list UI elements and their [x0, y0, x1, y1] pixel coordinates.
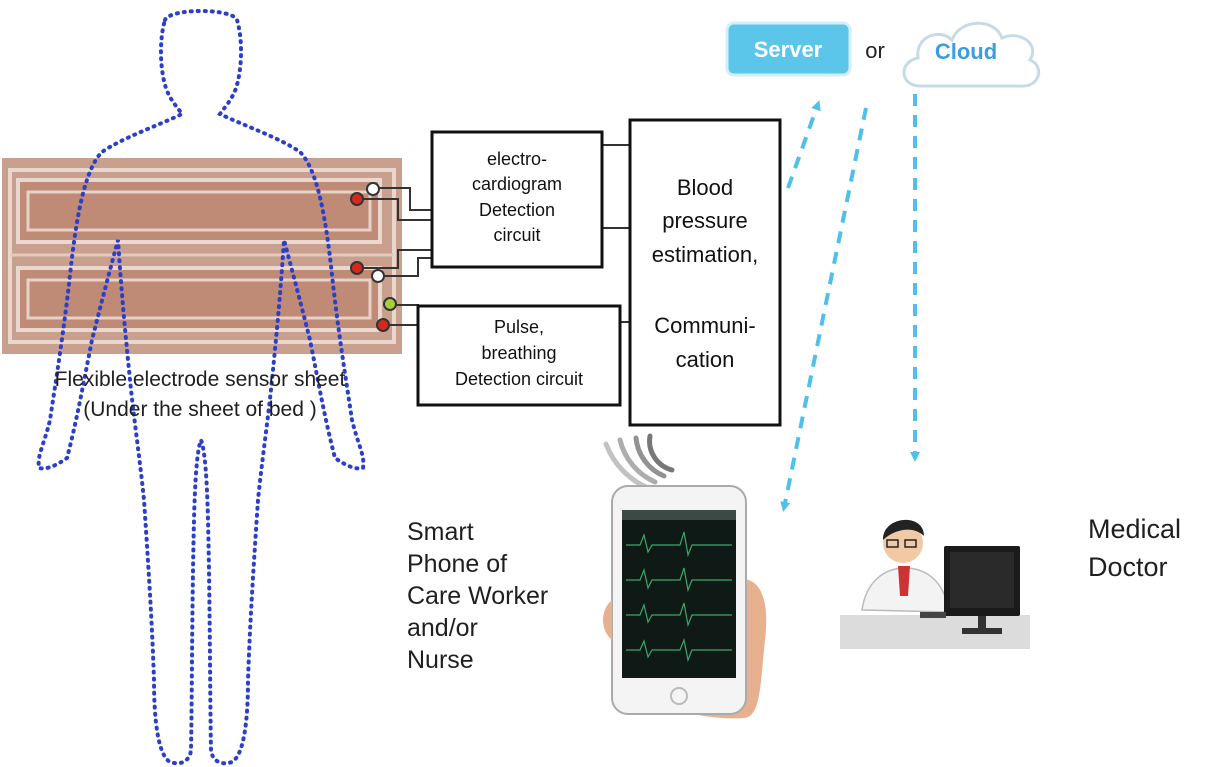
svg-text:Communi-: Communi- [654, 313, 755, 338]
svg-text:Detection: Detection [479, 200, 555, 220]
wireless-signal-icon [603, 433, 675, 491]
or-label: or [865, 38, 885, 63]
electrode-sensor-sheet [2, 158, 402, 354]
phone-caption-line: Phone of [407, 550, 508, 578]
human-body-outline [36, 9, 366, 766]
doctor-caption: Medical Doctor [1088, 510, 1181, 586]
ecg-detection-circuit-box: electro- cardiogram Detection circuit [430, 130, 604, 269]
server-box: Server [725, 21, 852, 77]
svg-text:cation: cation [676, 347, 735, 372]
svg-text:Blood: Blood [677, 175, 733, 200]
pulse-breathing-detection-box: Pulse, breathing Detection circuit [416, 304, 622, 407]
phone-caption-line: and/or [407, 614, 478, 642]
svg-text:Cloud: Cloud [935, 39, 997, 64]
cloud-shape: Cloud [902, 21, 1041, 88]
blood-pressure-communication-box: Blood pressure estimation, Communi- cati… [628, 118, 782, 427]
doctor-caption-line: Medical [1088, 514, 1182, 544]
doctor-caption-line: Doctor [1088, 552, 1168, 582]
sensor-sheet-caption: Flexible electrode sensor sheet (Under t… [0, 365, 400, 425]
svg-text:electro-: electro- [487, 149, 547, 169]
svg-text:estimation,: estimation, [652, 242, 758, 267]
svg-text:pressure: pressure [662, 208, 748, 233]
phone-caption-line: Nurse [407, 646, 474, 674]
svg-text:breathing: breathing [481, 343, 556, 363]
phone-caption-line: Care Worker [407, 582, 549, 610]
svg-text:circuit: circuit [493, 225, 540, 245]
electrode-connectors [350, 182, 397, 332]
doctor-icon [840, 519, 1030, 649]
data-flow-arrows [780, 94, 920, 512]
phone-caption-line: Smart [407, 518, 474, 546]
smartphone-icon [603, 485, 767, 719]
svg-text:Server: Server [754, 37, 823, 62]
svg-text:Detection circuit: Detection circuit [455, 369, 583, 389]
svg-text:cardiogram: cardiogram [472, 174, 562, 194]
smartphone-caption: Smart Phone of Care Worker and/or Nurse [407, 516, 548, 676]
svg-text:Pulse,: Pulse, [494, 317, 544, 337]
sensor-caption-line-2: (Under the sheet of bed ) [83, 398, 317, 421]
sensor-caption-line-1: Flexible electrode sensor sheet [54, 368, 346, 391]
